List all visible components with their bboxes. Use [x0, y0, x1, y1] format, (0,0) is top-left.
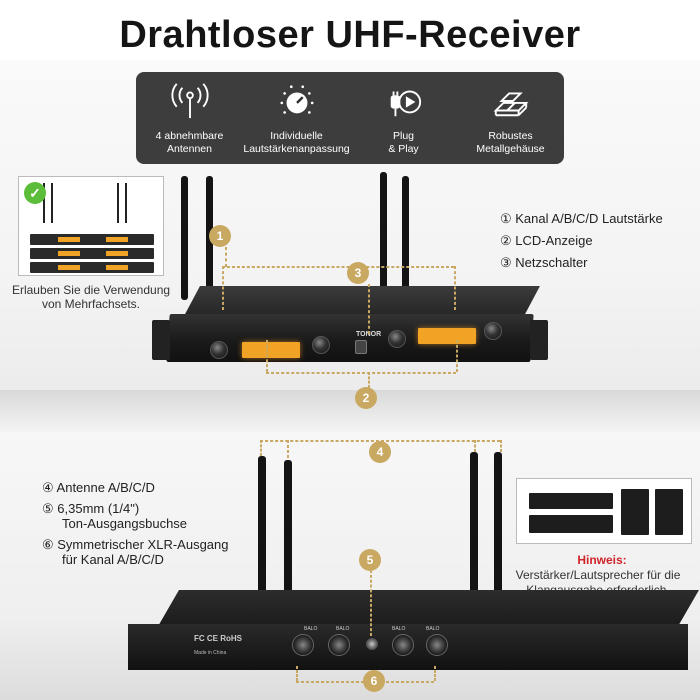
mini-antenna [43, 183, 45, 223]
rack-ear [152, 320, 170, 360]
feature-metal: Robustes Metallgehäuse [457, 72, 564, 164]
xlr-output-a[interactable] [292, 634, 314, 656]
certification-marks: FC CE RoHS [194, 634, 242, 643]
feature-label: Metallgehäuse [476, 142, 545, 155]
antenna [181, 176, 188, 300]
callout-line [260, 440, 262, 456]
antenna-b [284, 460, 292, 660]
quarter-inch-jack[interactable] [366, 638, 378, 650]
check-icon: ✓ [24, 182, 46, 204]
legend-item-jack-sub: Ton-Ausgangsbuchse [62, 516, 188, 531]
callout-line [456, 340, 458, 372]
feature-label: Individuelle [270, 130, 323, 142]
mini-antenna [125, 183, 127, 223]
feature-label: 4 abnehmbare [155, 130, 224, 142]
feature-label: Antennen [167, 142, 212, 155]
callout-line [368, 372, 370, 388]
receiver-top [184, 286, 540, 316]
callout-badge-1: 1 [209, 225, 231, 247]
legend-item-jack: ⑤ 6,35mm (1/4") [42, 501, 140, 516]
power-switch[interactable] [355, 340, 367, 354]
legend-item-volume: ① Kanal A/B/C/D Lautstärke [500, 211, 663, 226]
antenna-c [470, 452, 478, 648]
callout-badge-5: 5 [359, 549, 381, 571]
plug-play-icon [390, 90, 422, 117]
speaker-right [655, 489, 683, 535]
callout-badge-2: 2 [355, 387, 377, 409]
mini-receiver [30, 262, 154, 273]
metal-bars-icon [493, 92, 529, 117]
antenna [380, 172, 387, 296]
lcd-display-cd [418, 328, 476, 344]
feature-label: Plug [392, 130, 414, 142]
mini-receiver [30, 248, 154, 259]
callout-line [500, 440, 502, 452]
feature-panel: 4 abnehmbare Antennen Individuelle Lauts… [136, 72, 564, 164]
feature-label: Lautstärkenanpassung [243, 142, 350, 155]
mini-antenna [51, 183, 53, 223]
feature-antennas: 4 abnehmbare Antennen [136, 72, 243, 164]
legend-item-xlr-sub: für Kanal A/B/C/D [62, 552, 164, 567]
callout-badge-4: 4 [369, 441, 391, 463]
port-label: BALO [426, 626, 440, 632]
callout-line [266, 340, 268, 372]
port-label: BALO [392, 626, 406, 632]
lcd-display-ab [242, 342, 300, 358]
callout-line [287, 440, 289, 458]
hint-title: Hinweis: [577, 553, 627, 567]
antenna-a [258, 456, 266, 656]
xlr-output-d[interactable] [426, 634, 448, 656]
receiver-front: TONOR [152, 286, 548, 368]
brand-label: TONOR [356, 331, 382, 338]
volume-knob-b[interactable] [312, 336, 330, 354]
xlr-output-b[interactable] [328, 634, 350, 656]
legend-item-lcd: ② LCD-Anzeige [500, 233, 593, 248]
antenna-icon [171, 83, 209, 119]
top-shelf [0, 390, 700, 432]
volume-knob-icon [280, 85, 314, 114]
legend-item-antenna: ④ Antenne A/B/C/D [42, 480, 155, 495]
feature-label: Robustes [488, 130, 533, 142]
volume-knob-d[interactable] [484, 322, 502, 340]
amplifier [529, 493, 613, 509]
callout-line [368, 284, 370, 334]
callout-badge-3: 3 [347, 262, 369, 284]
legend-item-power: ③ Netzschalter [500, 255, 588, 270]
callout-line [370, 570, 372, 636]
mini-antenna [117, 183, 119, 223]
receiver-back: FC CE RoHS Made in China BALO BALO BALO … [128, 590, 700, 670]
callout-line [434, 666, 436, 681]
amplifier [529, 515, 613, 533]
port-label: BALO [304, 626, 318, 632]
callout-badge-6: 6 [363, 670, 385, 692]
callout-line [474, 440, 476, 452]
feature-plug-play: Plug & Play [350, 72, 457, 164]
page-title: Drahtloser UHF-Receiver [119, 14, 581, 56]
rack-ear [530, 320, 548, 360]
receiver-top [157, 590, 699, 628]
inset-caption-line: von Mehrfachsets. [41, 297, 141, 311]
callout-line [296, 666, 298, 681]
volume-knob-a[interactable] [210, 341, 228, 359]
amplifier-inset [516, 478, 692, 544]
callout-line [454, 266, 456, 310]
callout-line [225, 247, 227, 267]
speaker-left [621, 489, 649, 535]
mini-receiver [30, 234, 154, 245]
callout-line [222, 266, 454, 268]
hint-line: Verstärker/Lautsprecher für die [515, 568, 681, 582]
antenna [402, 176, 409, 300]
port-label: BALO [336, 626, 350, 632]
xlr-output-c[interactable] [392, 634, 414, 656]
inset-caption: Erlauben Sie die Verwendung von Mehrfach… [6, 283, 176, 311]
callout-line [222, 266, 224, 310]
feature-label: & Play [388, 142, 419, 155]
feature-volume: Individuelle Lautstärkenanpassung [243, 72, 350, 164]
inset-caption-line: Erlauben Sie die Verwendung [11, 283, 171, 297]
antenna-d [494, 452, 502, 648]
volume-knob-c[interactable] [388, 330, 406, 348]
callout-line [266, 372, 456, 374]
made-in-label: Made in China [194, 650, 227, 656]
legend-item-xlr: ⑥ Symmetrischer XLR-Ausgang [42, 537, 229, 552]
